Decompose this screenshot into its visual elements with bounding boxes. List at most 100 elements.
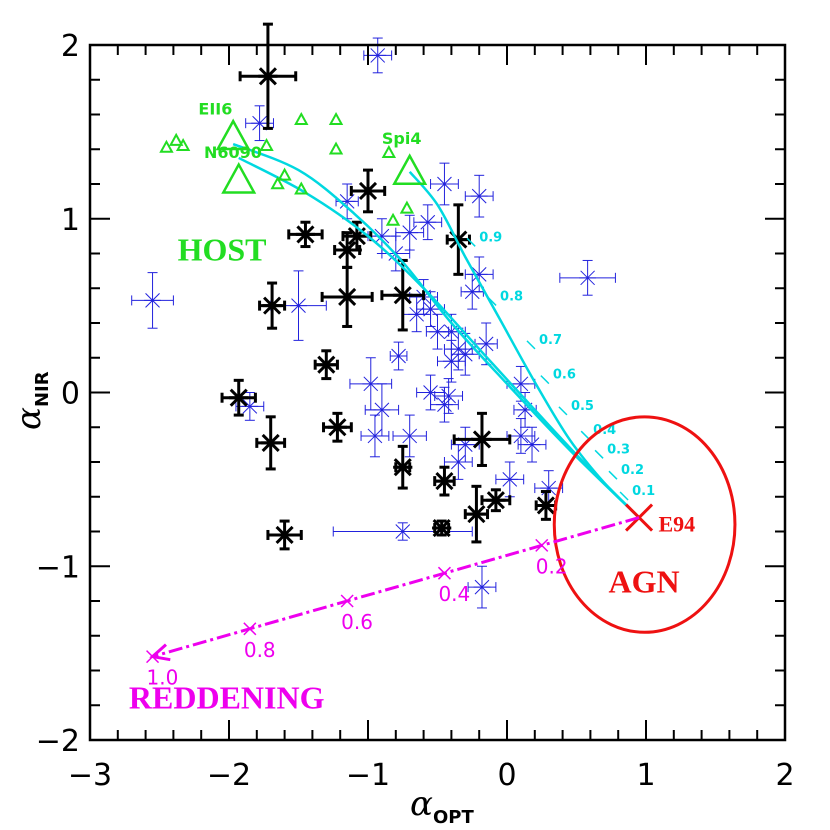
blue-point <box>402 296 432 333</box>
black-point <box>255 415 287 471</box>
host-large-triangle <box>221 161 257 194</box>
blue-point <box>430 386 459 423</box>
reddening-tick <box>146 650 160 664</box>
black-point <box>313 349 339 381</box>
mixing-fraction-tick <box>580 430 590 440</box>
blue-point <box>425 313 450 350</box>
host-label: HOST <box>178 231 267 267</box>
reddening-tick-label: 1.0 <box>147 666 179 690</box>
reddening-label: REDDENING <box>129 680 325 716</box>
overlay-layer: 0.90.80.70.60.50.40.30.20.1EII6N6090Spi4… <box>129 100 737 716</box>
mixing-fraction-tick <box>540 375 550 385</box>
black-point <box>266 519 303 551</box>
blue-point <box>443 444 473 480</box>
black-point <box>238 22 298 130</box>
reddening-tick <box>340 594 354 608</box>
mixing-fraction-label: 0.9 <box>479 230 502 245</box>
x-tick-label: 1 <box>636 758 655 793</box>
blue-point <box>392 414 427 458</box>
black-point <box>433 465 456 497</box>
blue-point <box>559 259 616 296</box>
reddening-tick-label: 0.2 <box>536 554 568 578</box>
host-large-triangle <box>392 153 428 186</box>
blue-point <box>235 392 265 421</box>
plot-content <box>131 22 616 609</box>
blue-point <box>389 341 408 371</box>
blue-point <box>495 461 525 498</box>
mixing-fraction-label: 0.8 <box>500 289 523 304</box>
blue-point <box>395 214 425 251</box>
host-small-triangle <box>328 141 344 155</box>
blue-point <box>413 204 443 241</box>
reddening-tick-label: 0.6 <box>341 610 373 634</box>
reddening-vector <box>152 516 640 659</box>
reddening-tick-label: 0.8 <box>244 638 276 662</box>
agn-ellipse <box>552 415 737 634</box>
mixing-fraction-label: 0.1 <box>632 484 655 499</box>
host-small-triangle <box>385 212 401 226</box>
host-small-triangle <box>294 111 309 125</box>
reddening-tick <box>243 622 257 636</box>
black-point <box>220 378 257 417</box>
x-tick-label: −2 <box>207 758 251 793</box>
black-point <box>452 411 512 467</box>
x-tick-label: 0 <box>497 758 516 793</box>
mixing-fraction-label: 0.7 <box>539 333 562 348</box>
host-small-triangle <box>381 144 397 158</box>
black-point <box>349 168 387 214</box>
host-small-triangle <box>328 111 344 125</box>
mixing-curve <box>408 171 640 519</box>
black-point <box>393 444 413 490</box>
x-tick-label: 2 <box>775 758 794 793</box>
agn-label: AGN <box>608 563 679 599</box>
black-point <box>322 411 353 443</box>
host-small-triangle <box>294 181 309 195</box>
blue-point <box>360 414 390 458</box>
black-point <box>432 518 452 538</box>
mixing-fraction-tick <box>594 449 604 459</box>
host-small-triangle <box>175 138 191 152</box>
y-tick-label: 1 <box>61 203 80 238</box>
x-tick-label: −3 <box>68 758 112 793</box>
host-template-label: EII6 <box>198 100 232 119</box>
blue-point <box>467 565 497 609</box>
x-axis-title: αOPT <box>410 784 474 828</box>
reddening-tick-label: 0.4 <box>438 582 470 606</box>
blue-point <box>506 418 536 454</box>
mixing-fraction-label: 0.6 <box>553 368 576 383</box>
agn-point-label: E94 <box>659 512 696 537</box>
blue-point <box>464 174 494 218</box>
host-template-label: Spi4 <box>382 129 422 148</box>
black-point <box>534 490 558 521</box>
y-tick-label: 2 <box>61 29 80 64</box>
x-tick-label: −1 <box>346 758 390 793</box>
y-tick-label: −1 <box>36 550 80 585</box>
host-small-triangle <box>277 167 292 181</box>
mixing-fraction-tick <box>466 237 476 247</box>
mixing-fraction-label: 0.5 <box>571 399 594 414</box>
blue-point <box>131 272 174 329</box>
host-small-triangle <box>159 139 174 153</box>
host-large-triangle <box>215 118 251 151</box>
black-point <box>320 265 374 328</box>
mixing-fraction-label: 0.3 <box>607 442 630 457</box>
blue-point <box>437 339 466 383</box>
mixing-curve <box>232 142 640 519</box>
mixing-fraction-tick <box>619 491 629 501</box>
blue-point <box>430 162 459 206</box>
y-tick-label: −2 <box>36 724 80 759</box>
host-small-triangle <box>168 132 184 146</box>
black-point <box>463 484 490 544</box>
y-tick-label: 0 <box>61 377 80 412</box>
y-axis-title: αNIR <box>9 371 53 430</box>
reddening-tick <box>535 538 549 552</box>
black-point <box>445 203 471 276</box>
blue-point <box>517 426 547 463</box>
host-small-triangle <box>399 200 415 214</box>
mixing-fraction-label: 0.4 <box>593 423 616 438</box>
blue-point <box>364 383 400 437</box>
mixing-fraction-tick <box>487 296 497 306</box>
